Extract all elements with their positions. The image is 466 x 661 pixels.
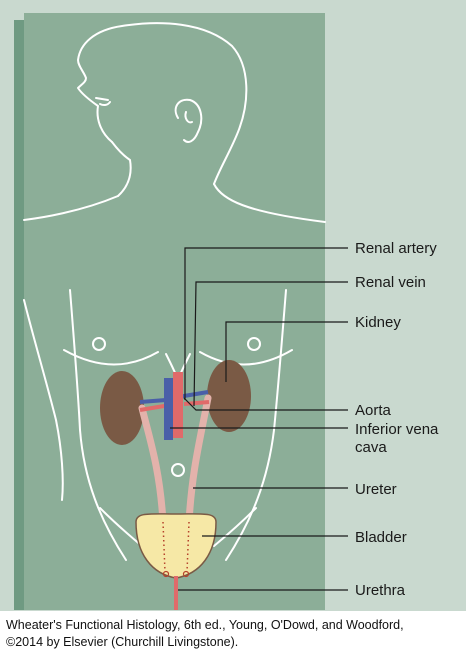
label-inferior-vena-cava-line2: cava	[355, 439, 387, 456]
label-inferior-vena-cava-line1: Inferior vena	[355, 421, 439, 438]
urinary-system-diagram	[0, 0, 466, 611]
left-renal-vein	[139, 398, 167, 404]
credit-line-1: Wheater's Functional Histology, 6th ed.,…	[6, 618, 404, 632]
urethra	[174, 576, 178, 610]
right-renal-artery	[183, 400, 210, 406]
credit-line-2: ©2014 by Elsevier (Churchill Livingstone…	[6, 635, 239, 649]
label-bladder: Bladder	[355, 529, 407, 546]
left-kidney	[100, 371, 144, 445]
right-ureter	[185, 394, 212, 526]
leader-lines	[170, 247, 348, 591]
label-urethra: Urethra	[355, 582, 406, 599]
right-kidney	[207, 360, 251, 432]
label-renal-vein: Renal vein	[355, 274, 426, 291]
bladder-ureter-dots	[162, 521, 190, 573]
aorta	[173, 372, 183, 438]
label-ureter: Ureter	[355, 481, 397, 498]
left-ureter	[138, 404, 167, 526]
figure-credit: Wheater's Functional Histology, 6th ed.,…	[6, 617, 464, 651]
inferior-vena-cava	[164, 378, 173, 440]
label-renal-artery: Renal artery	[355, 240, 437, 257]
body-panel	[24, 13, 325, 610]
bladder	[135, 513, 217, 579]
label-aorta: Aorta	[355, 402, 391, 419]
label-kidney: Kidney	[355, 314, 401, 331]
